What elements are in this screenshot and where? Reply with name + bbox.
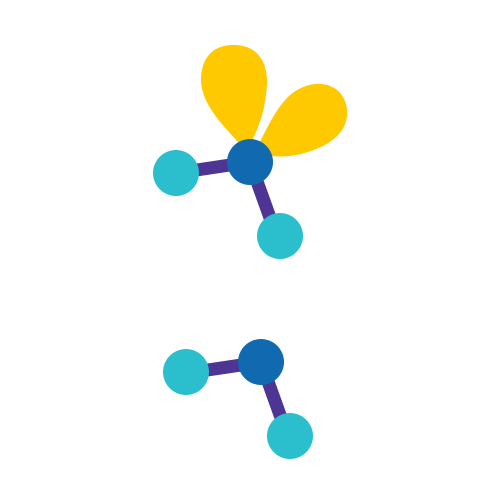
central-atom — [227, 139, 273, 185]
terminal-atom — [267, 413, 313, 459]
lone-pair-lobe-right — [255, 83, 348, 157]
lone-pair-lobe-left — [200, 44, 268, 151]
central-atom — [238, 339, 284, 385]
molecule-without-lone-pairs — [163, 339, 313, 459]
terminal-atom — [153, 150, 199, 196]
terminal-atom — [257, 213, 303, 259]
molecule-with-lone-pairs — [153, 44, 348, 259]
terminal-atom — [163, 349, 209, 395]
